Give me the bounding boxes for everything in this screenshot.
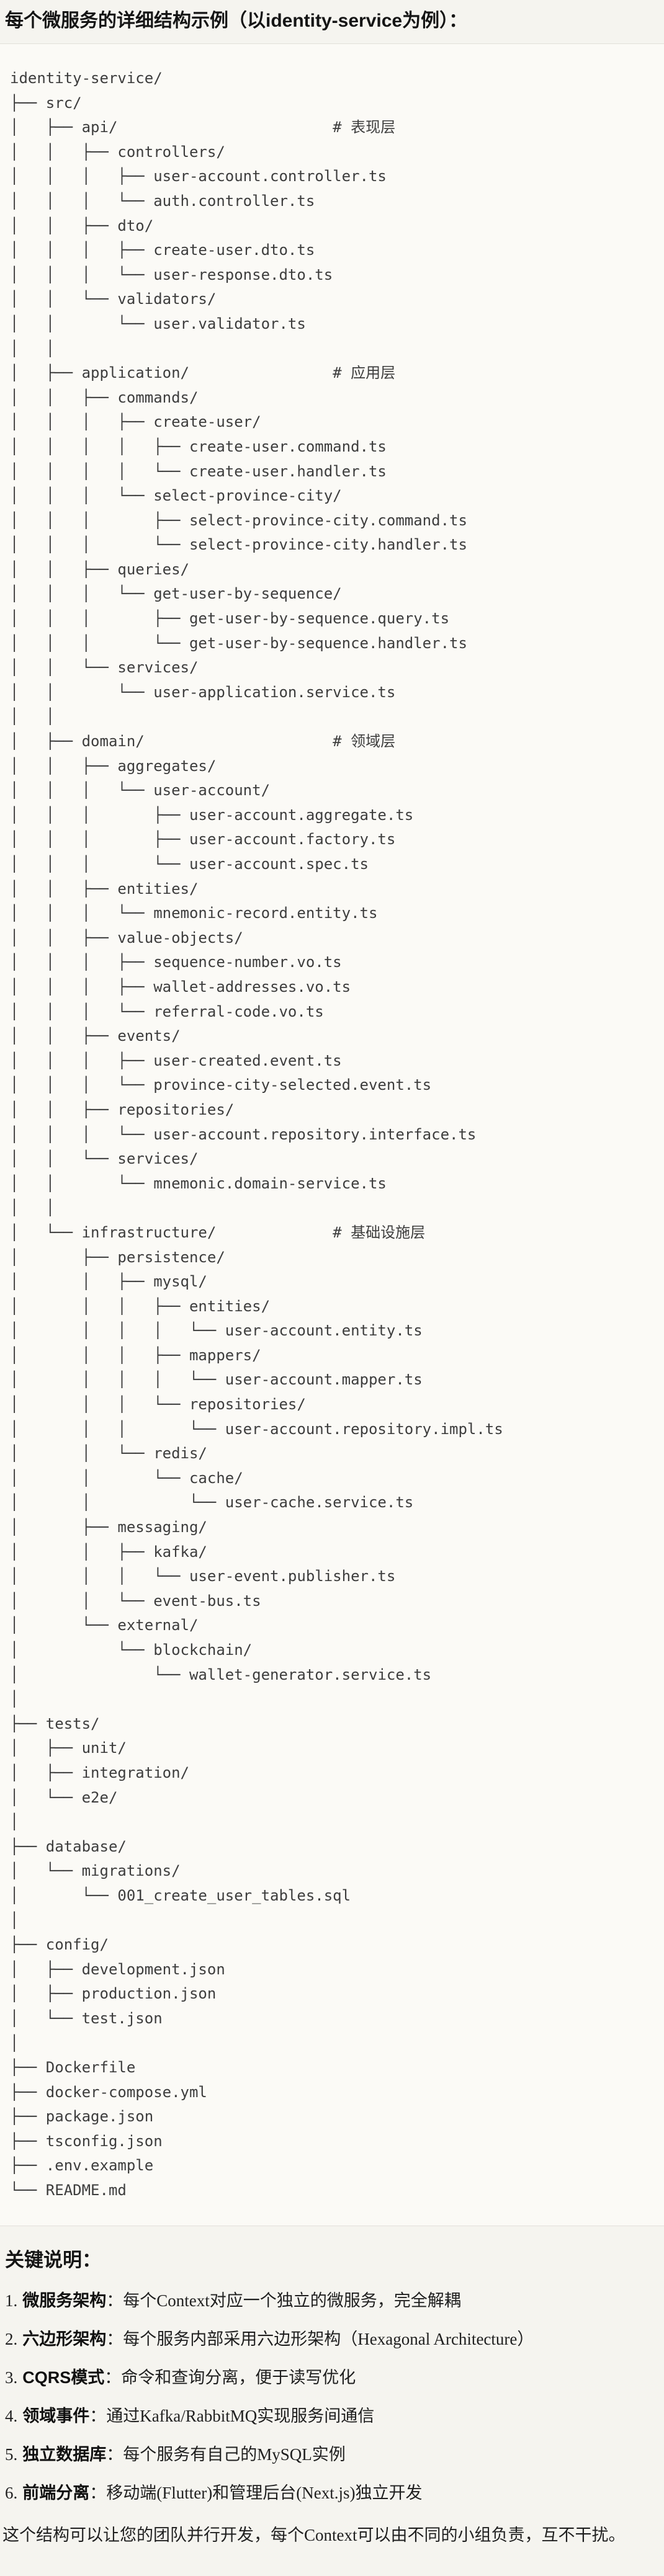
- note-item-hexagonal-architecture: 2.六边形架构：每个服务内部采用六边形架构（Hexagonal Architec…: [5, 2328, 659, 2350]
- notes-heading: 关键说明：: [5, 2248, 101, 2271]
- note-description: ：每个Context对应一个独立的微服务，完全解耦: [106, 2291, 461, 2310]
- note-description: ：命令和查询分离，便于读写优化: [104, 2368, 356, 2387]
- note-term: 领域事件: [22, 2406, 90, 2425]
- note-term: 六边形架构: [22, 2329, 107, 2348]
- note-term: 前端分离: [22, 2483, 90, 2502]
- page-title: 每个微服务的详细结构示例（以identity-service为例）：: [5, 11, 468, 31]
- note-description: ：每个服务有自己的MySQL实例: [106, 2445, 346, 2464]
- note-item-frontend-separation: 6.前端分离：移动端(Flutter)和管理后台(Next.js)独立开发: [5, 2482, 659, 2504]
- note-description: ：通过Kafka/RabbitMQ实现服务间通信: [89, 2406, 375, 2425]
- note-term: 微服务架构: [22, 2291, 107, 2310]
- note-term: CQRS模式: [22, 2368, 105, 2387]
- note-description: ：每个服务内部采用六边形架构（Hexagonal Architecture）: [106, 2329, 534, 2348]
- note-term: 独立数据库: [22, 2445, 107, 2464]
- note-item-domain-events: 4.领域事件：通过Kafka/RabbitMQ实现服务间通信: [5, 2405, 659, 2427]
- closing-paragraph: 这个结构可以让您的团队并行开发，每个Context可以由不同的小组负责，互不干扰…: [2, 2525, 626, 2544]
- directory-tree-code-block: identity-service/ ├── src/ │ ├── api/ # …: [0, 43, 664, 2226]
- note-number: 6.: [5, 2483, 18, 2502]
- note-item-microservice-architecture: 1.微服务架构：每个Context对应一个独立的微服务，完全解耦: [5, 2289, 659, 2312]
- note-number: 3.: [5, 2368, 18, 2387]
- note-number: 5.: [5, 2445, 18, 2464]
- note-number: 4.: [5, 2406, 18, 2425]
- note-number: 2.: [5, 2329, 18, 2348]
- note-item-cqrs-pattern: 3.CQRS模式：命令和查询分离，便于读写优化: [5, 2366, 659, 2389]
- note-item-independent-database: 5.独立数据库：每个服务有自己的MySQL实例: [5, 2443, 659, 2466]
- note-description: ：移动端(Flutter)和管理后台(Next.js)独立开发: [89, 2483, 423, 2502]
- note-number: 1.: [5, 2291, 18, 2310]
